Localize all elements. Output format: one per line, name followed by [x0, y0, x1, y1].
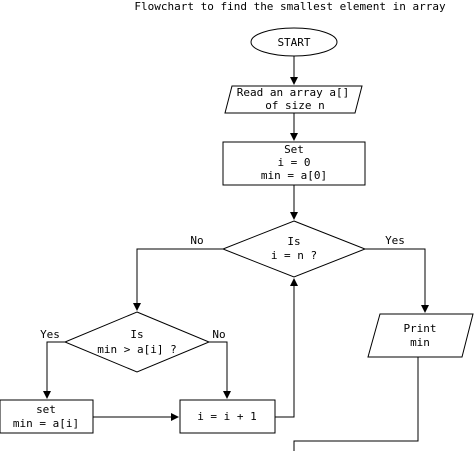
- compare-line1: Is: [130, 328, 143, 341]
- init-label-line3: min = a[0]: [261, 169, 327, 182]
- increment-process-node: i = i + 1: [179, 399, 276, 434]
- edge-print-to-end: [293, 357, 419, 451]
- check-end-line1: Is: [287, 235, 300, 248]
- compare-line2: min > a[i] ?: [97, 343, 176, 356]
- init-process-node: Set i = 0 min = a[0]: [222, 141, 366, 186]
- edge-check-no-label: No: [190, 234, 203, 247]
- edge-check-yes-label: Yes: [385, 234, 405, 247]
- set-min-line2: min = a[i]: [13, 417, 79, 430]
- read-label-line2: of size n: [265, 99, 325, 112]
- read-input-node: Read an array a[] of size n: [224, 85, 363, 114]
- edge-increment-loop: [275, 278, 298, 418]
- set-min-process-node: set min = a[i]: [0, 399, 94, 434]
- read-label-line1: Read an array a[]: [237, 86, 350, 99]
- check-end-line2: i = n ?: [271, 249, 317, 262]
- init-label-line2: i = 0: [277, 156, 310, 169]
- edge-compare-no: [209, 341, 231, 399]
- print-output-node: Print min: [367, 313, 474, 358]
- print-line1: Print: [403, 322, 436, 335]
- increment-label: i = i + 1: [197, 410, 257, 423]
- set-min-line1: set: [36, 403, 56, 416]
- edge-compare-no-label: No: [212, 328, 225, 341]
- print-line2: min: [410, 336, 430, 349]
- check-end-decision: Is i = n ?: [221, 220, 367, 278]
- edge-compare-yes: [43, 341, 65, 399]
- edge-check-no: [133, 248, 223, 311]
- flowchart-title: Flowchart to find the smallest element i…: [134, 0, 446, 13]
- edge-check-yes: [365, 248, 429, 313]
- edge-compare-yes-label: Yes: [40, 328, 60, 341]
- init-label-line1: Set: [284, 143, 304, 156]
- start-label: START: [277, 36, 310, 49]
- start-terminal: START: [250, 27, 338, 57]
- compare-decision: Is min > a[i] ?: [63, 311, 211, 373]
